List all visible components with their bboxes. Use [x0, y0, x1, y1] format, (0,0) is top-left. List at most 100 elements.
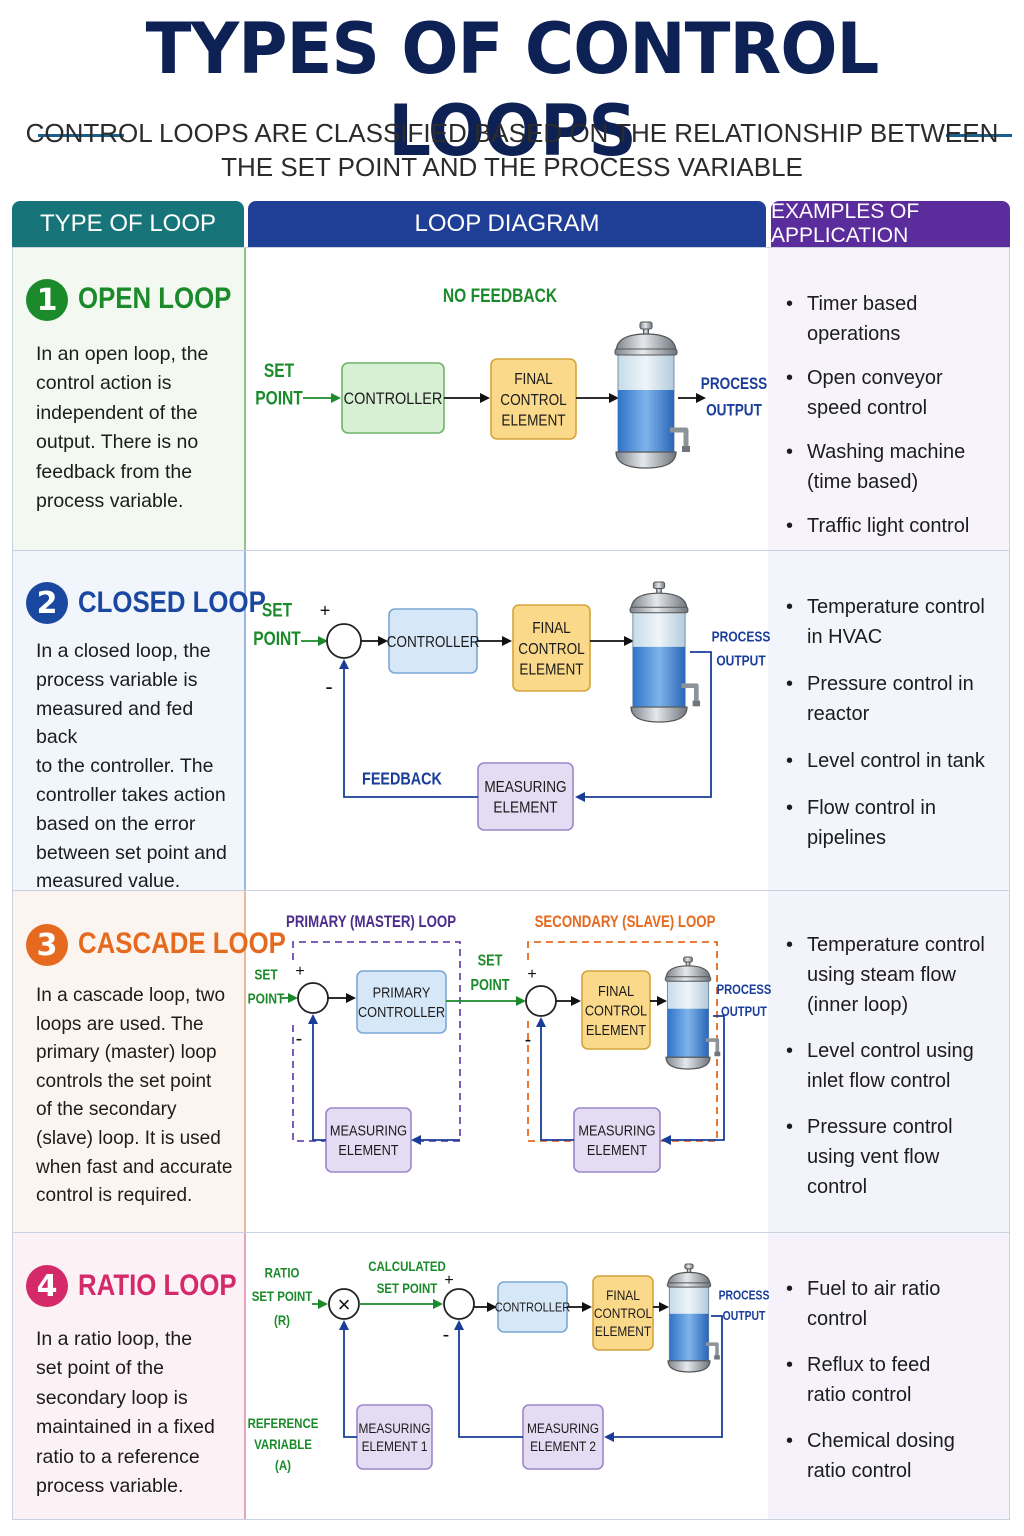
description-line: output. There is no [36, 431, 199, 454]
description-line: In a closed loop, the [36, 640, 211, 662]
tank-cap [630, 592, 688, 611]
description-line: of the secondary [36, 1099, 177, 1121]
diagram-text: + [320, 600, 331, 620]
description-line: In an open loop, the [36, 343, 209, 365]
diagram-text: CONTROL [518, 641, 584, 658]
example-line: Temperature control [807, 596, 985, 618]
description-line: ratio to a reference [36, 1445, 200, 1468]
diagram-text: SET POINT [377, 1280, 438, 1296]
diagram-text: POINT [470, 977, 509, 995]
tank-outlet-nozzle [692, 700, 701, 707]
primary-loop-boundary [292, 941, 461, 1142]
diagram-text: CALCULATED [368, 1258, 446, 1274]
example-item: Traffic light control [784, 511, 1004, 541]
diagram-text: CONTROLLER [495, 1300, 571, 1315]
diagram-text: - [443, 1324, 450, 1346]
example-line: Level control in tank [807, 750, 985, 772]
header-type-of-loop: TYPE OF LOOP [12, 201, 244, 247]
tank-water [669, 1313, 709, 1361]
example-item: Washing machine(time based) [784, 437, 1004, 497]
diagram-text: RATIO [265, 1264, 300, 1280]
example-line: ratio control [807, 1384, 912, 1406]
diagram-text: + [295, 963, 304, 980]
tank-base [615, 451, 677, 469]
diagram-text: PROCESS [701, 375, 767, 394]
measuring-element-block [573, 1107, 661, 1173]
subtitle-rule-right [946, 134, 1012, 137]
subtitle-rule-left [38, 134, 124, 137]
diagram-text: MEASURING [527, 1420, 599, 1436]
process-tank-icon [629, 581, 701, 723]
description-line: process variable. [36, 1475, 184, 1498]
diagram-text: OUTPUT [716, 652, 766, 669]
feedback-path [661, 1015, 725, 1145]
examples-list: Fuel to air ratiocontrolReflux to feedra… [784, 1274, 1004, 1502]
page-title: TYPES OF CONTROL LOOPS [145, 8, 880, 172]
tank-base [665, 1056, 711, 1070]
example-line: ratio control [807, 1460, 912, 1482]
diagram-text: + [444, 1272, 453, 1289]
description-line: maintained in a fixed [36, 1416, 215, 1439]
description-line: (slave) loop. It is used [36, 1127, 221, 1149]
feedback-path [308, 1014, 326, 1141]
example-line: Level control using [807, 1040, 974, 1062]
example-line: control [807, 1176, 868, 1198]
minus-sign: - [325, 674, 332, 699]
process-output-label: PROCESS OUTPUT [701, 375, 767, 420]
plus-sign: + [295, 963, 304, 980]
tank-outlet-nozzle [714, 1051, 721, 1057]
tank-water [667, 1008, 709, 1058]
diagram-text: OUTPUT [723, 1309, 766, 1323]
example-line: Traffic light control [807, 515, 970, 537]
final-control-element-block [581, 970, 651, 1050]
description-line: primary (master) loop [36, 1042, 217, 1064]
example-line: Open conveyor [807, 367, 943, 389]
example-line: (inner loop) [807, 994, 909, 1016]
measuring-element-block [325, 1107, 412, 1173]
minus-sign: - [525, 1029, 532, 1051]
description-line: independent of the [36, 401, 198, 424]
tank-base [630, 706, 688, 723]
diagram-text: CONTROLLER [358, 1003, 445, 1020]
diagram-text: ELEMENT [501, 413, 565, 430]
example-line: reactor [807, 703, 870, 725]
process-tank-icon [664, 956, 721, 1070]
subtitle-line-2: THE SET POINT AND THE PROCESS VARIABLE [221, 152, 803, 182]
example-item: Level control in tank [784, 746, 1004, 776]
reference-path [339, 1320, 357, 1438]
diagram-text: OUTPUT [721, 1004, 767, 1019]
diagram-text: (A) [275, 1457, 291, 1473]
diagram-text: CONTROL [500, 392, 566, 409]
example-line: using vent flow [807, 1146, 940, 1168]
description-line: measured and fed back [36, 697, 194, 749]
example-line: Temperature control [807, 934, 985, 956]
loop-description: In an open loop, the control action is ind… [36, 340, 236, 516]
description-line: measured value. [36, 870, 181, 893]
diagram-text: POINT [253, 628, 301, 650]
measuring-element-2-block [522, 1404, 604, 1470]
example-line: Chemical dosing [807, 1430, 955, 1452]
example-line: pipelines [807, 827, 886, 849]
measuring-element-block [477, 762, 574, 831]
description-line: process variable is [36, 668, 198, 691]
diagram-text: OUTPUT [706, 401, 762, 420]
diagram-text: PROCESS [712, 628, 771, 645]
final-control-element-block [512, 604, 591, 692]
example-line: inlet flow control [807, 1070, 951, 1092]
diagram-text: (R) [274, 1312, 290, 1328]
primary-controller-block [356, 970, 447, 1034]
example-line: Reflux to feed [807, 1354, 931, 1376]
diagram-text: CONTROLLER [344, 390, 443, 408]
no-feedback-caption: NO FEEDBACK [443, 284, 558, 306]
description-line: control action is [36, 372, 172, 395]
diagram-text: SET [262, 599, 293, 621]
loop-number-badge: 4 [26, 1265, 68, 1307]
